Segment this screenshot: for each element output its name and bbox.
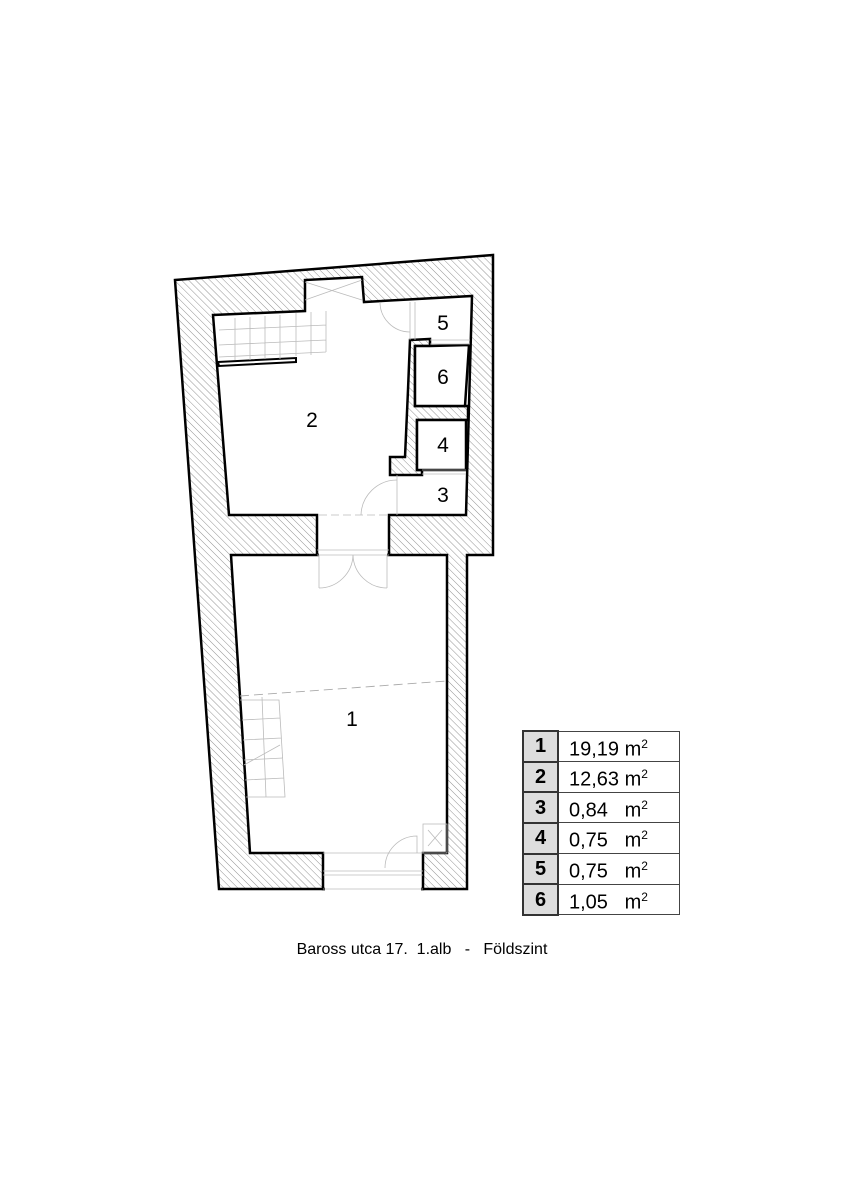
- room-label-1: 1: [346, 708, 358, 731]
- room-label-2: 2: [306, 409, 318, 432]
- room-number: 1: [522, 730, 559, 763]
- room-area: 0,84 m2: [557, 791, 680, 824]
- area-value: 19,19: [569, 738, 620, 761]
- area-unit-exponent: 2: [641, 828, 648, 843]
- room-label-3: 3: [437, 484, 449, 507]
- area-unit: m: [624, 860, 642, 883]
- area-unit: m: [624, 768, 642, 791]
- room-number: 2: [522, 760, 559, 794]
- room-area: 0,75 m2: [557, 853, 680, 885]
- room-4-area: [415, 418, 468, 472]
- room-label-5: 5: [437, 312, 449, 335]
- area-unit: m: [624, 738, 642, 761]
- room-area: 0,75 m2: [557, 822, 680, 855]
- plan-caption: Baross utca 17. 1.alb - Földszint: [296, 941, 548, 958]
- room-number: 6: [522, 883, 559, 916]
- room-label-6: 6: [437, 366, 449, 389]
- area-unit: m: [624, 891, 642, 914]
- level-line: [239, 680, 448, 697]
- area-unit-exponent: 2: [641, 736, 648, 751]
- room-6-area: [413, 343, 471, 408]
- doorway-1-2: [319, 508, 387, 558]
- room-area: 12,63 m2: [557, 761, 680, 793]
- room-number: 4: [522, 821, 559, 855]
- room-number: 3: [522, 791, 559, 824]
- room-area: 19,19 m2: [557, 730, 680, 763]
- area-unit: m: [624, 799, 642, 822]
- room-2-area: [211, 275, 474, 557]
- room-area: 1,05 m2: [557, 883, 680, 916]
- area-unit-exponent: 2: [641, 767, 648, 782]
- room-number: 5: [522, 852, 559, 886]
- stair-wall: [216, 356, 297, 368]
- area-unit-exponent: 2: [641, 859, 648, 874]
- area-value: 1,05: [569, 891, 620, 914]
- area-value: 0,75: [569, 860, 620, 883]
- area-unit: m: [624, 830, 642, 853]
- area-value: 12,63: [569, 768, 620, 791]
- area-value: 0,75: [569, 830, 620, 853]
- area-unit-exponent: 2: [641, 889, 648, 904]
- room-label-4: 4: [437, 434, 449, 457]
- shaft-icon: [422, 823, 448, 854]
- area-value: 0,84: [569, 799, 620, 822]
- stairs-lower: [240, 696, 286, 798]
- area-unit-exponent: 2: [641, 797, 648, 812]
- stairs-upper: [218, 279, 363, 360]
